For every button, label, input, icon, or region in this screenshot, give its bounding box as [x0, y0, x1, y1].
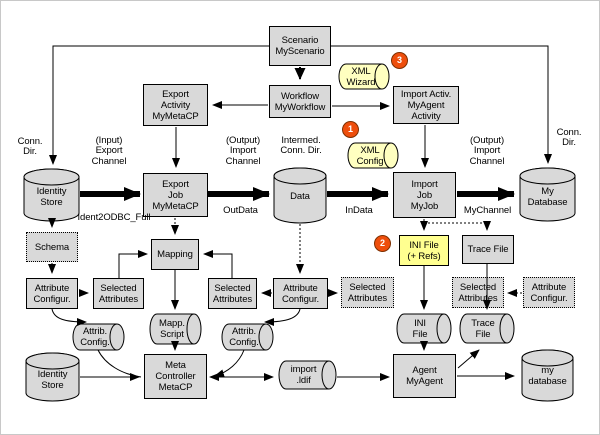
label-conn-dir-left: Conn. Dir. — [17, 135, 43, 157]
node-scenario-line2: MyScenario — [275, 46, 325, 57]
node-scenario-line1: Scenario — [281, 35, 319, 46]
node-export-job: Export Job MyMetaCP — [143, 173, 208, 217]
label-channel-indata: InData — [345, 205, 373, 217]
identity-store-bottom-cylinder — [25, 352, 80, 402]
node-selected-attributes-3: Selected Attributes — [341, 277, 394, 308]
label-channel-outdata: OutData — [223, 205, 258, 217]
node-import-job: Import Job MyJob — [393, 172, 456, 218]
node-trace-file: Trace File — [462, 235, 514, 264]
label-intermed-conn-dir: Intermed. Conn. Dir. — [280, 134, 322, 156]
node-schema: Schema — [26, 232, 78, 262]
label-input-export-channel: (Input) Export Channel — [91, 134, 127, 167]
node-ini-file: INI File (+ Refs) — [399, 235, 449, 266]
mapp-script-doc-shape — [149, 313, 202, 345]
label-channel-mychannel: MyChannel — [463, 205, 512, 217]
node-export-activity: Export Activity MyMetaCP — [143, 84, 208, 126]
node-workflow-line2: MyWorkflow — [274, 101, 326, 113]
label-conn-dir-right: Conn. Dir. — [556, 126, 582, 148]
node-meta-controller: Meta Controller MetaCP — [144, 354, 207, 399]
node-attribute-config-right: Attribute Configur. — [523, 277, 575, 308]
label-output-import-channel-left: (Output) Import Channel — [225, 134, 261, 167]
step-badge-2: 2 — [374, 235, 391, 252]
identity-store-cylinder — [23, 168, 80, 222]
node-import-activity: Import Activ. MyAgent Activity — [393, 86, 459, 124]
attrib-config-doc-left-shape — [72, 323, 125, 351]
node-mapping: Mapping — [151, 239, 199, 270]
import-ldif-doc-shape — [278, 360, 337, 390]
step-badge-1: 1 — [342, 121, 359, 138]
my-database-cylinder — [519, 167, 576, 222]
xml-config-doc-shape — [347, 142, 399, 169]
node-selected-attributes-1: Selected Attributes — [93, 278, 144, 309]
my-database-bottom-cylinder — [521, 349, 574, 402]
xml-wizard-doc-shape — [338, 63, 390, 90]
node-selected-attributes-2: Selected Attributes — [208, 278, 257, 309]
attrib-config-doc-right-shape — [221, 323, 274, 351]
node-selected-attributes-4: Selected Attributes — [452, 277, 504, 308]
node-workflow: Workflow MyWorkflow — [269, 85, 331, 118]
data-cylinder — [273, 167, 327, 224]
step-badge-3: 3 — [391, 52, 408, 69]
node-agent: Agent MyAgent — [393, 354, 456, 398]
node-attribute-config-center: Attribute Configur. — [273, 278, 328, 309]
ini-file-doc-shape — [396, 313, 452, 344]
node-workflow-line1: Workflow — [280, 90, 320, 102]
trace-file-doc-shape — [459, 313, 515, 344]
node-scenario: Scenario MyScenario — [269, 26, 331, 66]
label-output-import-channel-right: (Output) Import Channel — [469, 134, 505, 167]
node-attribute-config-left: Attribute Configur. — [26, 278, 78, 309]
label-channel-ident2odbc-full: Ident2ODBC_Full — [77, 212, 151, 224]
